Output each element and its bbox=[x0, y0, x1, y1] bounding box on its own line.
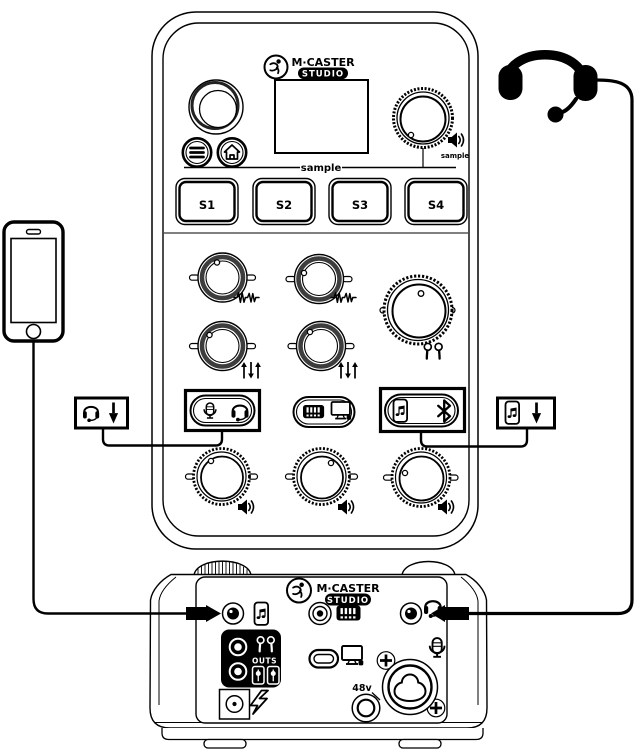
phone-music-icon bbox=[504, 400, 521, 425]
studio-badge bbox=[325, 593, 371, 606]
volume-knob-1 bbox=[184, 447, 259, 506]
boom-mic bbox=[547, 106, 564, 123]
phone-music-icon bbox=[253, 601, 270, 627]
menu-button bbox=[181, 137, 213, 169]
svg-text:S2: S2 bbox=[276, 198, 292, 212]
menu-icon bbox=[189, 146, 205, 159]
eq-knob-2 bbox=[287, 320, 355, 372]
home-icon bbox=[223, 144, 241, 160]
sample-divider: sample bbox=[184, 163, 456, 174]
front-body-inner bbox=[162, 22, 470, 537]
phantom-pointer bbox=[371, 692, 381, 701]
brand-text: M·CASTER bbox=[316, 582, 380, 595]
headset-callout-connector bbox=[101, 428, 224, 447]
keys-connector-icon bbox=[303, 405, 325, 419]
rear-knob-bump-right bbox=[401, 560, 456, 576]
sample-button-s2: S2 bbox=[252, 177, 316, 226]
line-in-jack bbox=[308, 601, 332, 626]
svg-text:S3: S3 bbox=[352, 198, 368, 212]
outs-panel: OUTS bbox=[221, 629, 281, 688]
outs-jack-2 bbox=[228, 662, 248, 681]
rear-foot-right bbox=[398, 738, 442, 749]
front-device: M·CASTER STUDIO sample sample bbox=[151, 11, 479, 550]
voice-fx-knob-1 bbox=[188, 252, 257, 303]
svg-text:S1: S1 bbox=[199, 198, 215, 212]
earcup-left bbox=[498, 65, 523, 100]
sample-divider-label: sample bbox=[301, 163, 342, 174]
power-jack bbox=[218, 688, 251, 720]
front-brand: M·CASTER STUDIO bbox=[263, 54, 355, 80]
display-screen bbox=[274, 79, 369, 154]
studio-badge-text: STUDIO bbox=[327, 596, 369, 606]
mackie-runman-logo-icon bbox=[286, 577, 312, 604]
phone-music-icon bbox=[392, 398, 409, 423]
volume-knob-2 bbox=[284, 447, 359, 506]
outs-label: OUTS bbox=[252, 657, 277, 666]
usb-c-port bbox=[308, 648, 340, 669]
sample-buttons: S1 S2 S3 S4 bbox=[175, 177, 468, 226]
phone-callout bbox=[496, 396, 556, 430]
sample-button-s1: S1 bbox=[175, 177, 239, 226]
home-button bbox=[216, 137, 248, 169]
smartphone bbox=[2, 220, 65, 343]
phone-cable-plug bbox=[186, 605, 221, 622]
earbud-volume-knob bbox=[379, 274, 456, 346]
sample-button-s4: S4 bbox=[404, 177, 468, 226]
phantom-48v-jack bbox=[351, 693, 381, 723]
rear-device: M·CASTER STUDIO OUTS bbox=[149, 560, 488, 749]
studio-badge-text: STUDIO bbox=[302, 70, 344, 80]
smartphone-earpiece bbox=[25, 228, 42, 235]
rear-knob-knurl bbox=[197, 561, 248, 575]
mackie-runman-logo-icon bbox=[263, 54, 289, 80]
headphone-cable bbox=[469, 78, 634, 616]
bluetooth-icon bbox=[437, 399, 452, 423]
smartphone-screen bbox=[10, 237, 57, 324]
headset-callout bbox=[74, 396, 129, 430]
xlr-combo-jack bbox=[381, 658, 439, 716]
eq-faders-icon bbox=[240, 361, 262, 380]
rear-body-crease-right bbox=[460, 576, 479, 705]
headband-gap bbox=[511, 48, 521, 58]
headphones-with-boom-mic bbox=[498, 48, 598, 123]
volume-knob-3 bbox=[382, 447, 459, 508]
mic-headset-selector-highlight bbox=[183, 388, 262, 433]
sample-knob-label: sample bbox=[441, 152, 470, 160]
phone-cable bbox=[32, 341, 186, 615]
rear-brand: M·CASTER STUDIO bbox=[286, 577, 380, 606]
rear-body-crease-left bbox=[158, 576, 177, 705]
phantom-label: 48v bbox=[352, 683, 372, 694]
eq-faders-icon bbox=[337, 361, 359, 380]
encoder-knob bbox=[188, 79, 244, 135]
outs-jack-1 bbox=[228, 637, 248, 657]
voice-fx-knob-2 bbox=[285, 253, 353, 305]
aux-in-jack bbox=[221, 602, 245, 625]
eq-knob-1 bbox=[188, 320, 257, 372]
sample-button-s3: S3 bbox=[328, 177, 392, 226]
sample-volume-knob bbox=[392, 87, 454, 149]
rear-foot-left bbox=[203, 738, 247, 749]
svg-text:S4: S4 bbox=[428, 198, 444, 212]
studio-badge bbox=[298, 67, 348, 79]
brand-text: M·CASTER bbox=[291, 56, 355, 69]
keys-monitor-selector bbox=[292, 396, 356, 428]
phone-callout-connector bbox=[419, 428, 529, 448]
earcup-right bbox=[573, 65, 598, 101]
phone-bluetooth-selector-highlight bbox=[378, 386, 467, 434]
rear-base-lip bbox=[161, 728, 484, 741]
headset-jack bbox=[399, 602, 423, 625]
lightning-icon bbox=[249, 689, 269, 715]
keys-connector-icon bbox=[336, 605, 361, 621]
smartphone-home-button bbox=[25, 323, 42, 340]
headphone-cable-plug bbox=[431, 605, 469, 622]
